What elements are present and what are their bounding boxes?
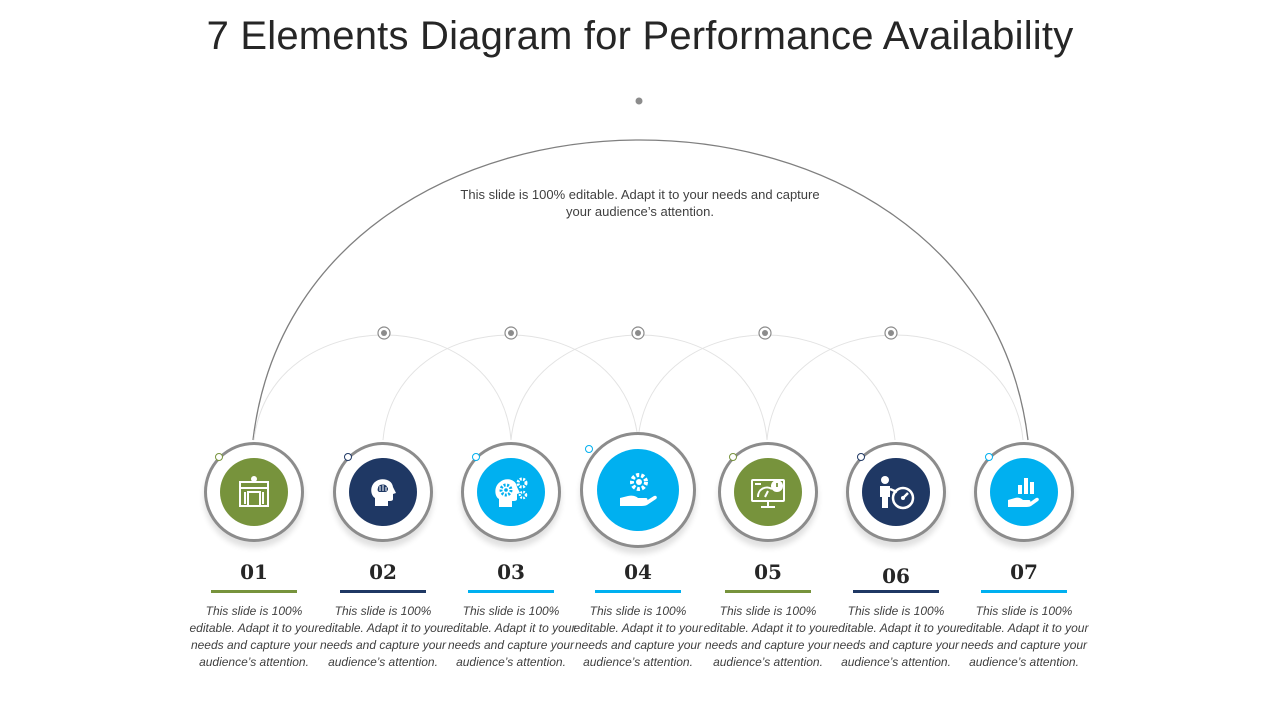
element-06: 06 This slide is 100% editable. Adapt it…	[831, 440, 961, 700]
outer-arc-top-dot	[635, 97, 643, 105]
accent-bar	[340, 590, 426, 593]
element-03: 03 This slide is 100% editable. Adapt it…	[446, 440, 576, 700]
element-number: 06	[882, 564, 910, 588]
element-number: 04	[624, 560, 652, 584]
element-description: This slide is 100% editable. Adapt it to…	[831, 604, 961, 669]
element-description: This slide is 100% editable. Adapt it to…	[446, 604, 576, 669]
element-04: 04 This slide is 100% editable. Adapt it…	[573, 432, 703, 700]
slide-title: 7 Elements Diagram for Performance Avail…	[206, 14, 1074, 58]
ring-dot	[729, 453, 737, 461]
arc-2-4	[382, 334, 639, 441]
head-gears-icon	[495, 477, 528, 507]
element-description: This slide is 100% editable. Adapt it to…	[573, 604, 703, 669]
icon-circle	[349, 458, 417, 526]
ring-dot	[585, 445, 593, 453]
element-05: 05 This slide is 100% editable. Adapt it…	[703, 440, 833, 700]
icon-circle	[597, 449, 679, 531]
accent-bar	[725, 590, 811, 593]
arc-4-6	[637, 334, 896, 441]
icon-circle	[990, 458, 1058, 526]
element-description: This slide is 100% editable. Adapt it to…	[703, 604, 833, 669]
person-speedometer-icon	[880, 476, 915, 510]
brain-head-icon	[371, 479, 396, 506]
hand-chart-icon	[1008, 478, 1039, 507]
ring-dot	[472, 453, 480, 461]
center-description: This slide is 100% editable. Adapt it to…	[460, 187, 820, 219]
icon-circle	[220, 458, 288, 526]
accent-bar	[211, 590, 297, 593]
element-description: This slide is 100% editable. Adapt it to…	[318, 604, 448, 669]
element-01: 01 This slide is 100% editable. Adapt it…	[189, 440, 319, 700]
accent-bar	[468, 590, 554, 593]
element-number: 03	[497, 560, 525, 584]
element-02: 02 This slide is 100% editable. Adapt it…	[318, 440, 448, 700]
monitor-gauge-icon	[751, 479, 785, 508]
outer-arc	[252, 139, 1029, 441]
element-number: 01	[240, 560, 268, 584]
icon-circle	[734, 458, 802, 526]
icon-circle	[477, 458, 545, 526]
ring-dot	[985, 453, 993, 461]
accent-bar	[595, 590, 681, 593]
accent-bar	[981, 590, 1067, 593]
element-number: 05	[754, 560, 782, 584]
element-ring	[580, 432, 696, 548]
arc-5-7	[766, 334, 1024, 441]
hand-gear-icon	[620, 473, 657, 506]
arc-peak-markers	[377, 326, 898, 340]
element-number: 07	[1010, 560, 1038, 584]
icon-circle	[862, 458, 930, 526]
element-number: 02	[369, 560, 397, 584]
element-ring	[333, 442, 433, 542]
accent-bar	[853, 590, 939, 593]
arc-3-5	[510, 334, 768, 441]
element-ring	[204, 442, 304, 542]
ring-dot	[215, 453, 223, 461]
ring-dot	[344, 453, 352, 461]
arc-1-3	[253, 334, 512, 441]
element-07: 07 This slide is 100% editable. Adapt it…	[959, 440, 1089, 700]
element-description: This slide is 100% editable. Adapt it to…	[189, 604, 319, 669]
element-description: This slide is 100% editable. Adapt it to…	[959, 604, 1089, 669]
ring-dot	[857, 453, 865, 461]
building-icon	[239, 476, 269, 507]
